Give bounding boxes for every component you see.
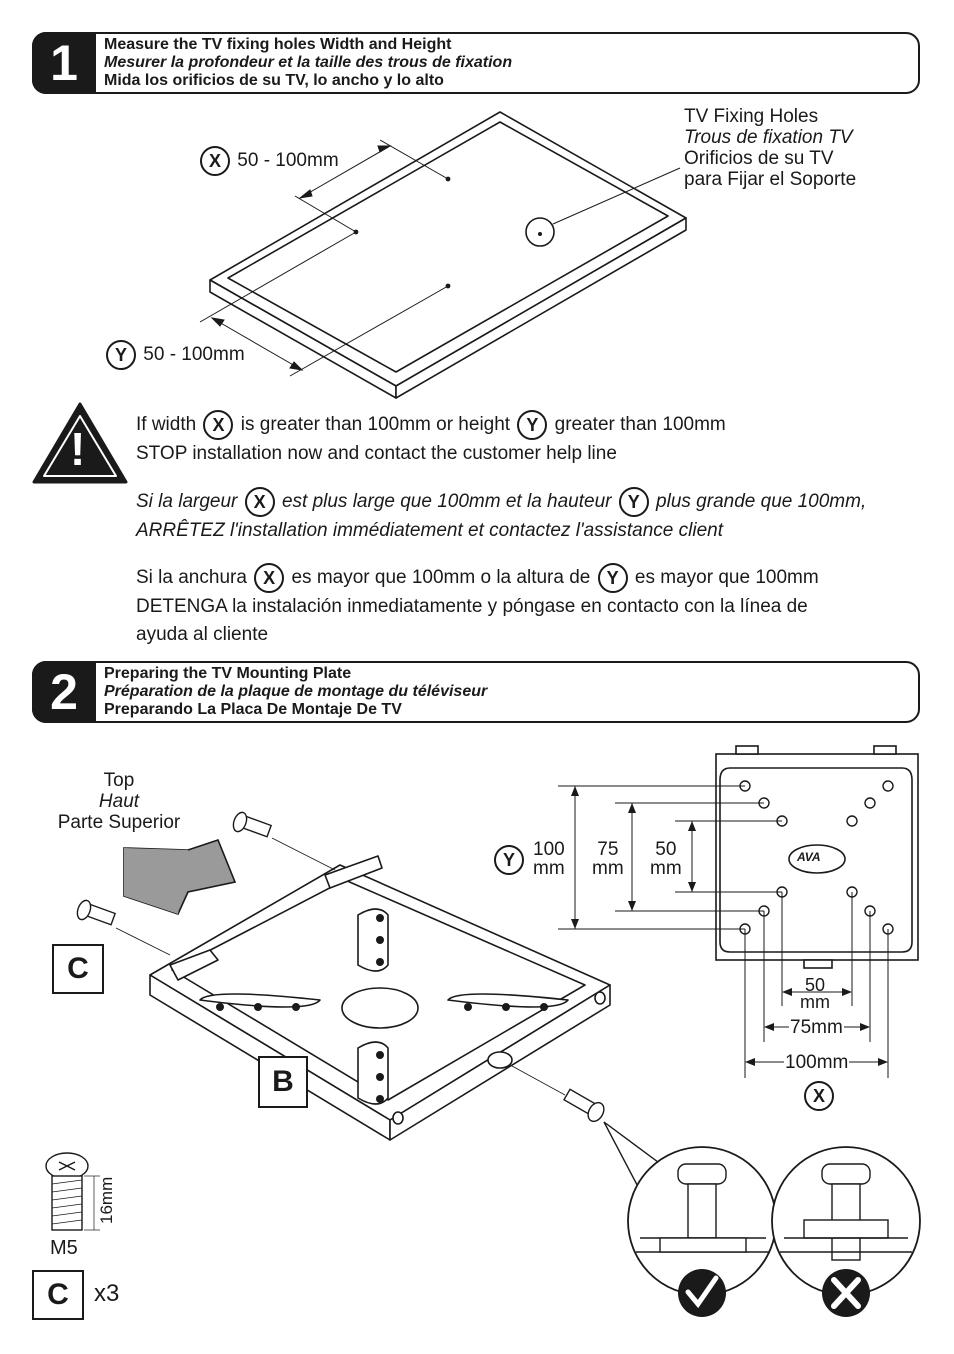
top-label-fr: Haut <box>98 791 140 812</box>
x-dimension-marker: X <box>802 1081 836 1111</box>
y-marker-icon: Y <box>618 487 649 517</box>
x-marker-icon: X <box>203 410 234 440</box>
warning-es: Si la anchura X es mayor que 100mm o la … <box>136 563 819 649</box>
tv-holes-label: TV Fixing Holes Trous de fixation TV Ori… <box>684 106 856 190</box>
warning-exclamation: ! <box>70 423 86 475</box>
check-icon <box>678 1269 726 1317</box>
y-marker-icon: Y <box>106 340 136 370</box>
step-1-title-es: Mida los orificios de su TV, lo ancho y … <box>104 72 444 89</box>
step-1-title-en: Measure the TV fixing holes Width and He… <box>104 36 452 53</box>
screw-top <box>232 811 273 838</box>
step-2-header: 2 Preparing the TV Mounting Plate Prépar… <box>32 661 920 723</box>
ava-logo-text: AVA <box>797 850 821 864</box>
dim-100-horizontal: 100mm <box>784 1052 850 1073</box>
y-dimension-marker: Y <box>492 845 526 875</box>
m5-screw-icon <box>45 1152 89 1231</box>
step-1-title-fr: Mesurer la profondeur et la taille des t… <box>104 54 513 71</box>
tv-holes-es-2: para Fijar el Soporte <box>684 169 857 190</box>
y-marker-icon: Y <box>494 845 524 875</box>
top-label-es: Parte Superior <box>57 812 181 833</box>
dim-75-horizontal: 75mm <box>789 1017 844 1038</box>
x-marker-icon: X <box>244 487 275 517</box>
tv-holes-fr: Trous de fixation TV <box>684 127 853 148</box>
step-1-number: 1 <box>32 32 96 94</box>
y-marker-icon: Y <box>517 410 548 440</box>
warning-fr: Si la largeur X est plus large que 100mm… <box>136 487 866 545</box>
quantity-label: x3 <box>94 1280 120 1307</box>
part-c-label: C <box>52 944 104 994</box>
step-1-header: 1 Measure the TV fixing holes Width and … <box>32 32 920 94</box>
y-dimension-label: Y 50 - 100mm <box>104 340 245 370</box>
x-range: 50 - 100mm <box>237 150 339 172</box>
step-2-number: 2 <box>32 661 96 723</box>
quantity-part-c: C <box>32 1270 84 1320</box>
part-b-label: B <box>258 1056 308 1108</box>
x-marker-icon: X <box>804 1081 834 1111</box>
step-2-title-fr: Préparation de la plaque de montage du t… <box>104 683 488 700</box>
step-2-title-es: Preparando La Placa De Montaje De TV <box>104 701 402 718</box>
x-marker-icon: X <box>200 146 230 176</box>
x-marker-icon: X <box>254 563 285 593</box>
tv-holes-es-1: Orificios de su TV <box>684 148 834 169</box>
tv-front-edge <box>395 217 687 399</box>
top-label: Top Haut Parte Superior <box>52 770 186 833</box>
ava-logo <box>788 844 846 874</box>
top-label-en: Top <box>103 770 135 791</box>
tv-holes-en: TV Fixing Holes <box>684 106 819 127</box>
y-marker-icon: Y <box>597 563 628 593</box>
screw-type-label: M5 <box>50 1237 78 1259</box>
x-dimension-label: X 50 - 100mm <box>198 146 339 176</box>
y-range: 50 - 100mm <box>143 344 245 366</box>
step-2-title-en: Preparing the TV Mounting Plate <box>104 665 352 682</box>
screw-length-label: 16mm <box>97 1176 116 1224</box>
warning-en: If width X is greater than 100mm or heig… <box>136 410 726 468</box>
screw-left <box>76 899 117 926</box>
screw-right <box>563 1088 605 1123</box>
